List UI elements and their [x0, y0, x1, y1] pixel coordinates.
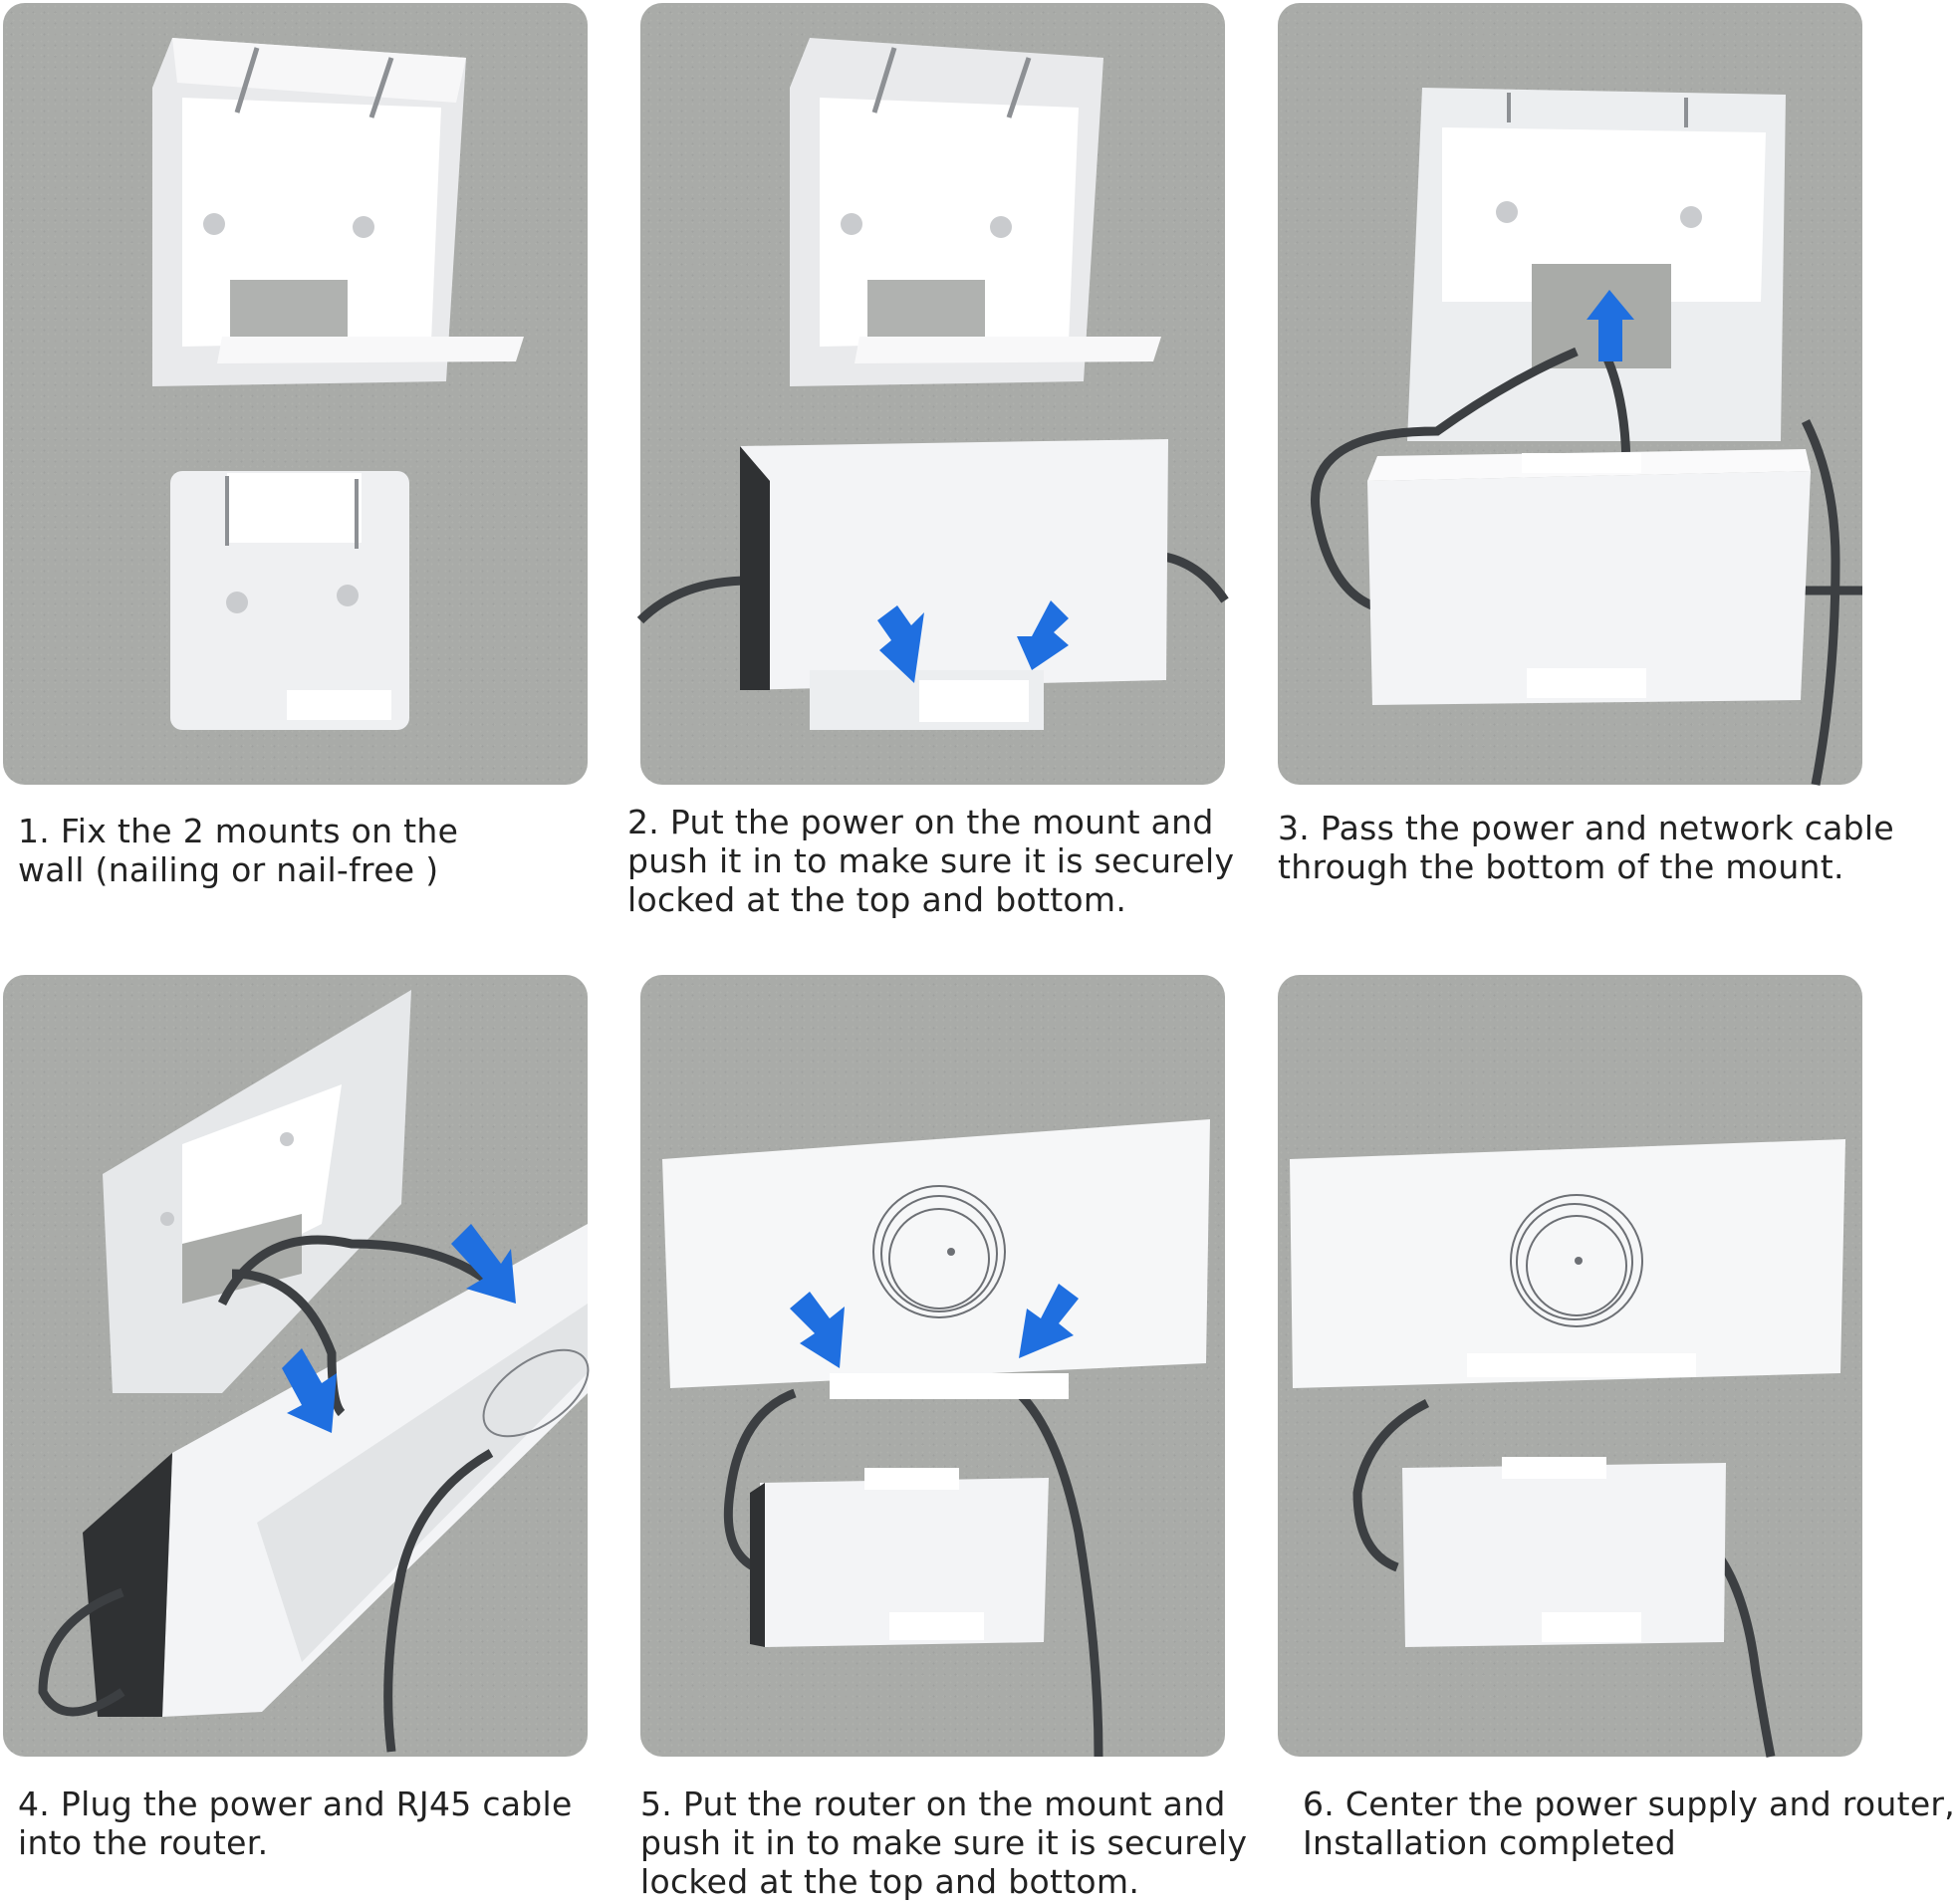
- step-3-image: [1278, 3, 1862, 786]
- down-arrow-icon: [790, 1284, 1079, 1368]
- step-5-image: [640, 975, 1225, 1758]
- power-supply: [740, 439, 1168, 730]
- step-1-image: [3, 3, 588, 785]
- step-4-image: [3, 975, 590, 1757]
- power-supply: [750, 1468, 1049, 1647]
- tilted-wall-mount: [103, 990, 411, 1393]
- down-arrow-icon: [877, 600, 1069, 683]
- up-arrow-icon: [1587, 290, 1634, 361]
- router: [83, 1224, 590, 1717]
- step-6-caption: 6. Center the power supply and router,In…: [1303, 1785, 1955, 1862]
- cables: [38, 1235, 494, 1753]
- small-wall-mount: [170, 471, 409, 730]
- large-wall-mount: [152, 38, 524, 386]
- arrow-icon: [282, 1224, 516, 1433]
- cables: [723, 1388, 1103, 1758]
- step-1-caption: 1. Fix the 2 mounts on the wall (nailing…: [18, 812, 459, 889]
- wall-mount: [790, 38, 1161, 386]
- power-supply: [1367, 449, 1811, 705]
- step-6-image: [1278, 975, 1862, 1758]
- step-3-caption: 3. Pass the power and network cable thro…: [1278, 809, 1894, 886]
- router: [662, 1119, 1210, 1399]
- cables: [1352, 1398, 1776, 1758]
- step-2-image: [636, 3, 1229, 785]
- wall-mount: [1407, 88, 1786, 441]
- power-supply: [1402, 1457, 1726, 1647]
- router: [1290, 1139, 1845, 1388]
